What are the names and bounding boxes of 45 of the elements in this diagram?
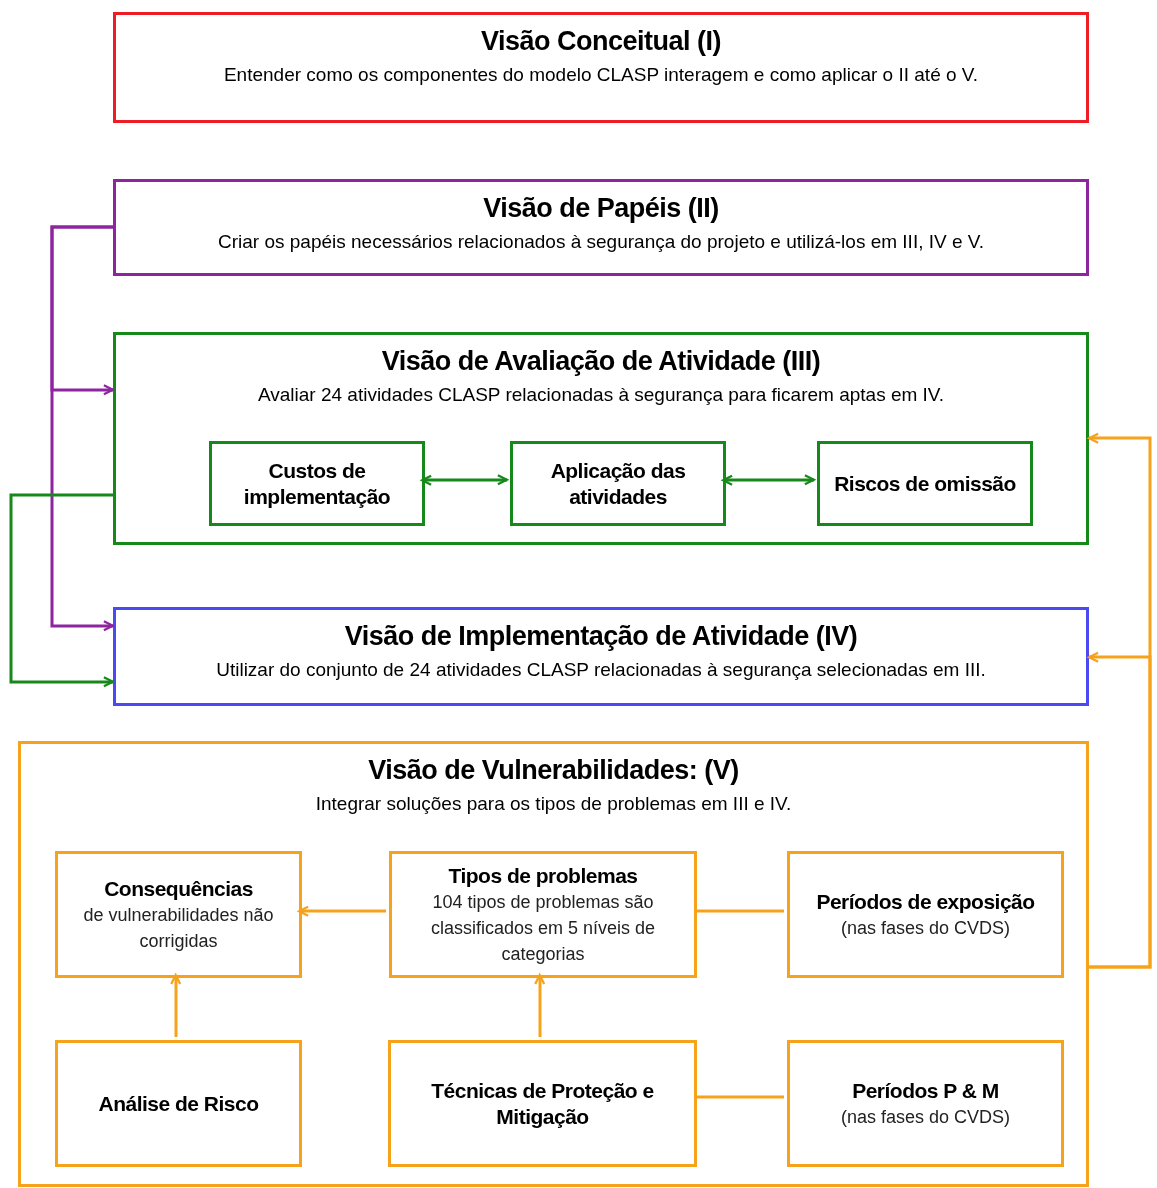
description: (nas fases do CVDS): [840, 916, 1011, 940]
connector-arrow: [50, 225, 114, 631]
process-box: [787, 851, 1064, 978]
box-title: Aplicação das atividades: [549, 457, 687, 510]
process-box: [209, 441, 425, 526]
connector-arrow: [170, 974, 181, 1037]
view-panel: [18, 741, 1089, 1187]
box-title: Períodos de exposição: [816, 888, 1035, 915]
view-panel: [113, 607, 1089, 706]
process-box: [388, 1040, 697, 1167]
connector-arrow: [534, 974, 545, 1037]
box-title: Períodos P & M: [852, 1077, 999, 1104]
connector-arrow: [421, 474, 508, 486]
process-box: [817, 441, 1033, 526]
connector-arrow: [1088, 652, 1152, 969]
box-title: Consequências: [104, 875, 253, 902]
view-panel: [113, 179, 1089, 276]
connector-arrow: [722, 474, 815, 486]
description: Integrar soluções para os tipos de problemas em III e IV.: [315, 792, 792, 816]
box-title: Técnicas de Proteção e Mitigação: [430, 1077, 655, 1130]
view-title: Visão de Implementação de Atividade (IV): [344, 620, 858, 653]
process-box: [55, 1040, 302, 1167]
box-title: Análise de Risco: [98, 1090, 259, 1117]
view-title: Visão de Papéis (II): [483, 192, 719, 225]
process-box: [787, 1040, 1064, 1167]
view-panel: [113, 332, 1089, 545]
description: Utilizar do conjunto de 24 atividades CLASP relacionadas à segurança selecionadas em III.: [216, 658, 986, 682]
connector-arrow: [298, 906, 386, 917]
description: 104 tipos de problemas são classificados em 5 níveis de categorias: [429, 890, 657, 966]
process-box: [55, 851, 302, 978]
view-title: Visão Conceitual (I): [480, 25, 722, 58]
box-title: Custos de implementação: [242, 457, 392, 510]
description: (nas fases do CVDS): [840, 1105, 1011, 1129]
description: de vulnerabilidades não corrigidas: [82, 903, 275, 953]
process-box: [389, 851, 697, 978]
connector-arrow: [9, 493, 114, 687]
view-title: Visão de Avaliação de Atividade (III): [381, 345, 821, 378]
process-box: [510, 441, 726, 526]
description: Criar os papéis necessários relacionados à segurança do projeto e utilizá-los em III, IV e V.: [217, 230, 984, 254]
box-title: Tipos de problemas: [448, 862, 638, 889]
box-title: Riscos de omissão: [834, 470, 1016, 497]
description: Entender como os componentes do modelo CLASP interagem e como aplicar o II até o V.: [223, 63, 979, 87]
view-panel: [113, 12, 1089, 123]
description: Avaliar 24 atividades CLASP relacionadas à segurança para ficarem aptas em IV.: [257, 383, 945, 407]
view-title: Visão de Vulnerabilidades: (V): [368, 754, 739, 787]
